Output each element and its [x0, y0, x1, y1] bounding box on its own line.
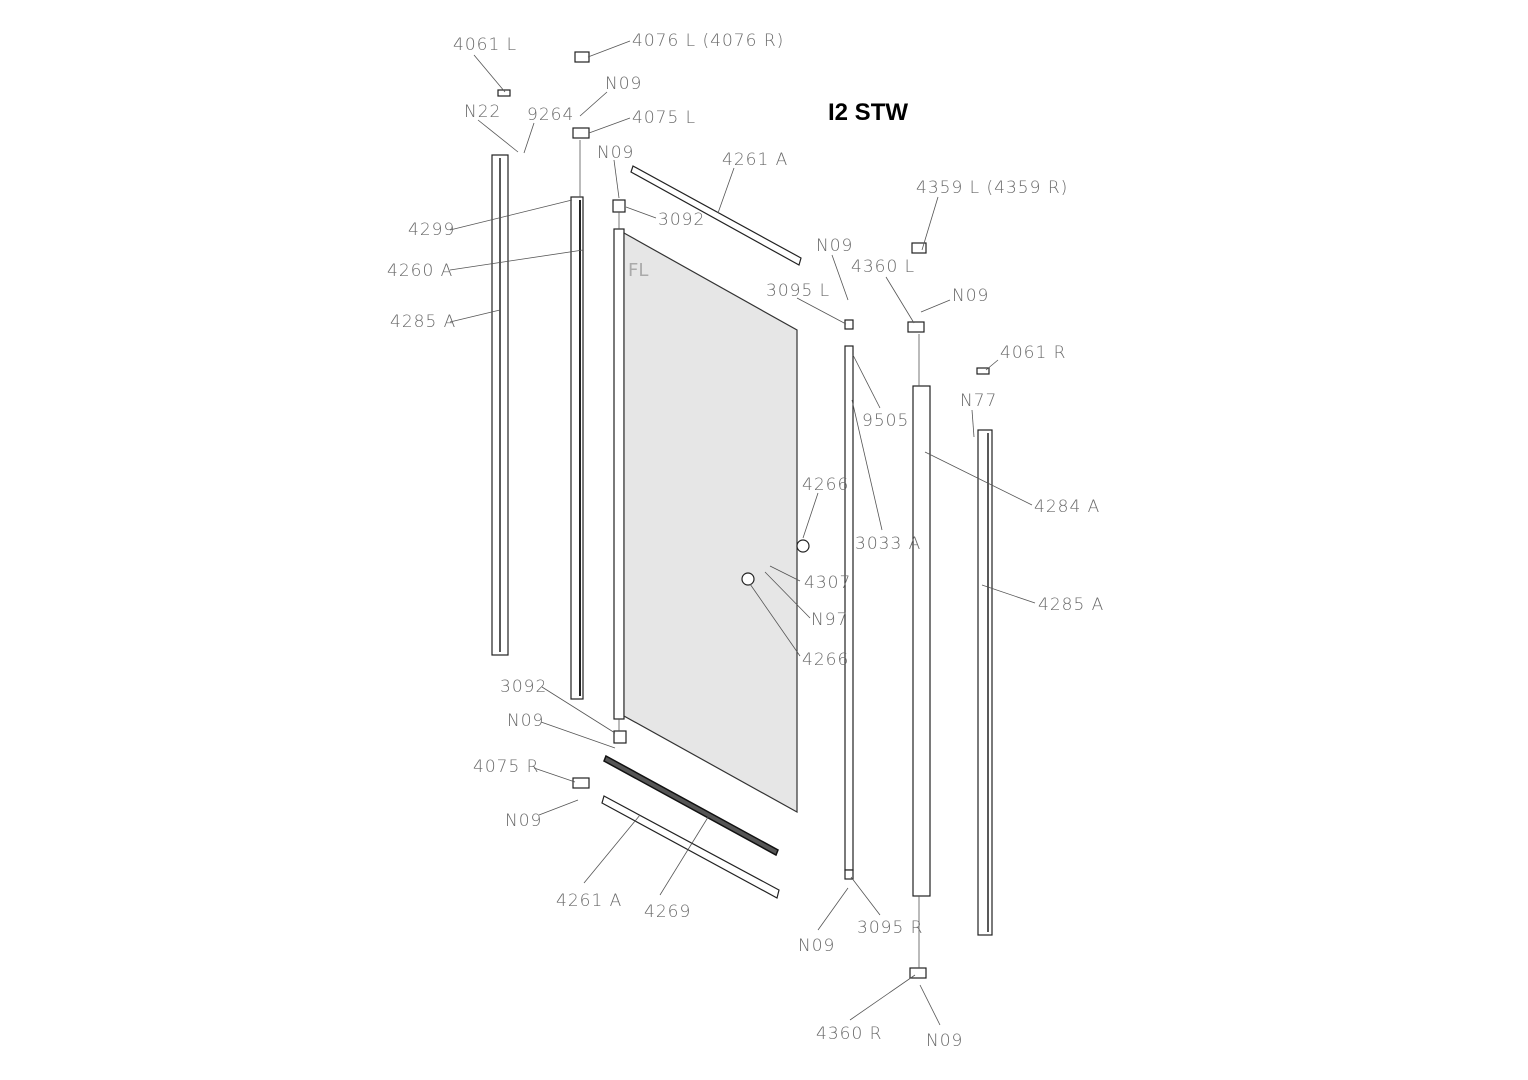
part-label: 3092 [658, 210, 705, 230]
part-label: 9505 [862, 411, 909, 431]
glass-panel-tube [613, 228, 625, 720]
part-label: N09 [507, 711, 544, 731]
part-label: N09 [952, 286, 989, 306]
part-label: 4360 R [816, 1024, 882, 1044]
part-label: 3033 A [855, 534, 921, 554]
part-label: 3095 R [857, 918, 923, 938]
part-label: 4285 A [1038, 595, 1104, 615]
center-profile [844, 345, 854, 871]
part-label: N77 [960, 391, 997, 411]
right-door-profile [912, 385, 931, 897]
part-label: N22 [464, 102, 501, 122]
part-label: 4360 L [851, 257, 915, 277]
part-label: 4269 [644, 902, 691, 922]
parts [491, 51, 993, 979]
part-labels: 4061 L 4076 L (4076 R) N09 4075 L N22 92… [387, 31, 1104, 1051]
part-label: N09 [505, 811, 542, 831]
part-label: 4261 A [556, 891, 622, 911]
part-label: 4075 L [632, 108, 696, 128]
part-label: 4076 L (4076 R) [632, 31, 784, 51]
part-label: 9264 [527, 105, 574, 125]
part-label: 4359 L (4359 R) [916, 178, 1068, 198]
top-rail [630, 165, 802, 266]
part-label: 4061 R [1000, 343, 1066, 363]
part-label: N09 [605, 74, 642, 94]
part-label: 4266 [802, 650, 849, 670]
part-label: 4266 [802, 475, 849, 495]
part-label: 4261 A [722, 150, 788, 170]
part-label: N97 [811, 610, 848, 630]
part-label: 4284 A [1034, 497, 1100, 517]
part-label: 3095 L [766, 281, 830, 301]
part-label: N09 [798, 936, 835, 956]
bottom-seal [603, 754, 779, 857]
bottom-rail [601, 795, 780, 899]
leader-lines [449, 40, 1036, 1026]
part-label: N09 [597, 143, 634, 163]
left-door-profile [570, 196, 584, 700]
part-label: 4285 A [390, 312, 456, 332]
part-label: N09 [926, 1031, 963, 1051]
glass-panel [623, 231, 798, 814]
glass-mark: FL [628, 260, 648, 281]
part-label: 4299 [408, 220, 455, 240]
part-label: 4061 L [453, 35, 517, 55]
diagram-title: I2 STW [828, 99, 908, 126]
part-label: 4075 R [473, 757, 539, 777]
part-label: 4307 [804, 573, 851, 593]
right-wall-profile [977, 429, 993, 936]
part-label: 4260 A [387, 261, 453, 281]
part-label: 3092 [500, 677, 547, 697]
part-label: N09 [816, 236, 853, 256]
